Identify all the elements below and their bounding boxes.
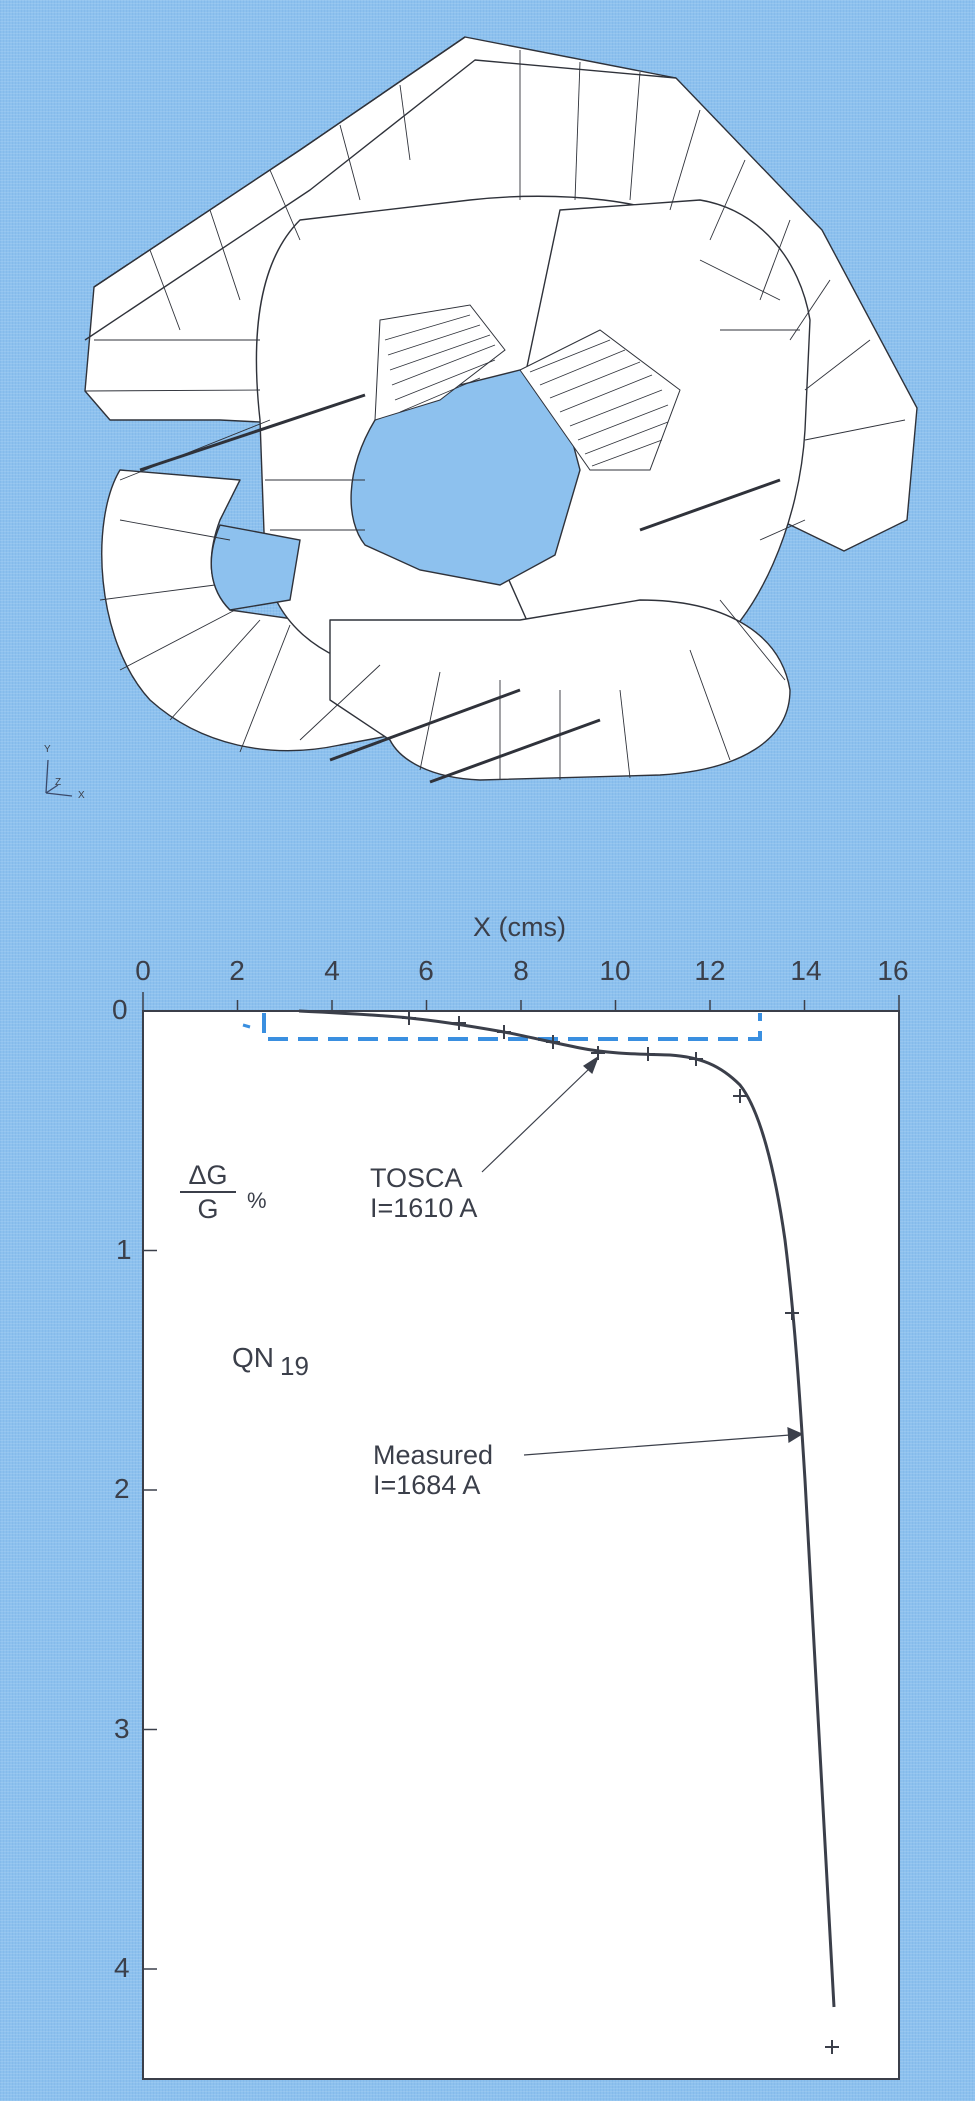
- y-tick-4: 4: [114, 1952, 130, 1983]
- x-tick-8: 8: [513, 955, 529, 986]
- x-axis-ticks: [142, 992, 900, 1011]
- triad-x-label: X: [78, 790, 85, 801]
- tosca-markers: [402, 1011, 839, 2054]
- tosca-label: TOSCA: [370, 1163, 463, 1193]
- x-tick-4: 4: [324, 955, 340, 986]
- x-tick-12: 12: [694, 955, 726, 986]
- measured-annotation: Measured I=1684 A: [373, 1440, 493, 1500]
- axis-triad-icon: [45, 759, 73, 797]
- tosca-annotation: TOSCA I=1610 A: [370, 1163, 477, 1223]
- y-tick-0: 0: [112, 994, 128, 1025]
- x-tick-6: 6: [418, 955, 434, 986]
- tosca-arrow: [481, 1055, 600, 1173]
- magnet-subscript: 19: [280, 1351, 309, 1381]
- y-axis-numerator: ΔG: [180, 1160, 236, 1193]
- x-tick-0: 0: [135, 955, 151, 986]
- plot-area: [142, 1010, 900, 2080]
- measured-arrow: [523, 1427, 804, 1456]
- magnet-3d-wireframe: [45, 36, 918, 797]
- y-axis-unit: %: [247, 1188, 267, 1213]
- measured-curve: [298, 1009, 836, 2008]
- y-axis-title: ΔG G: [180, 1160, 236, 1225]
- measured-label: Measured: [373, 1440, 494, 1470]
- x-tick-14: 14: [790, 955, 822, 986]
- y-tick-1: 1: [116, 1234, 132, 1265]
- triad-z-label: Z: [55, 777, 62, 788]
- measured-current: I=1684 A: [373, 1470, 481, 1500]
- y-axis-denominator: G: [197, 1194, 219, 1224]
- x-tick-10: 10: [599, 955, 631, 986]
- tosca-current: I=1610 A: [370, 1193, 478, 1223]
- y-axis-ticks: [143, 1249, 157, 1970]
- magnet-name: QN: [232, 1342, 274, 1373]
- x-axis-title: X (cms): [473, 912, 566, 942]
- x-tick-16: 16: [877, 955, 909, 986]
- y-tick-2: 2: [114, 1473, 130, 1504]
- triad-y-label: Y: [44, 744, 51, 755]
- x-tick-2: 2: [229, 955, 245, 986]
- dashed-region-box: [262, 1013, 762, 1041]
- y-tick-3: 3: [114, 1713, 130, 1744]
